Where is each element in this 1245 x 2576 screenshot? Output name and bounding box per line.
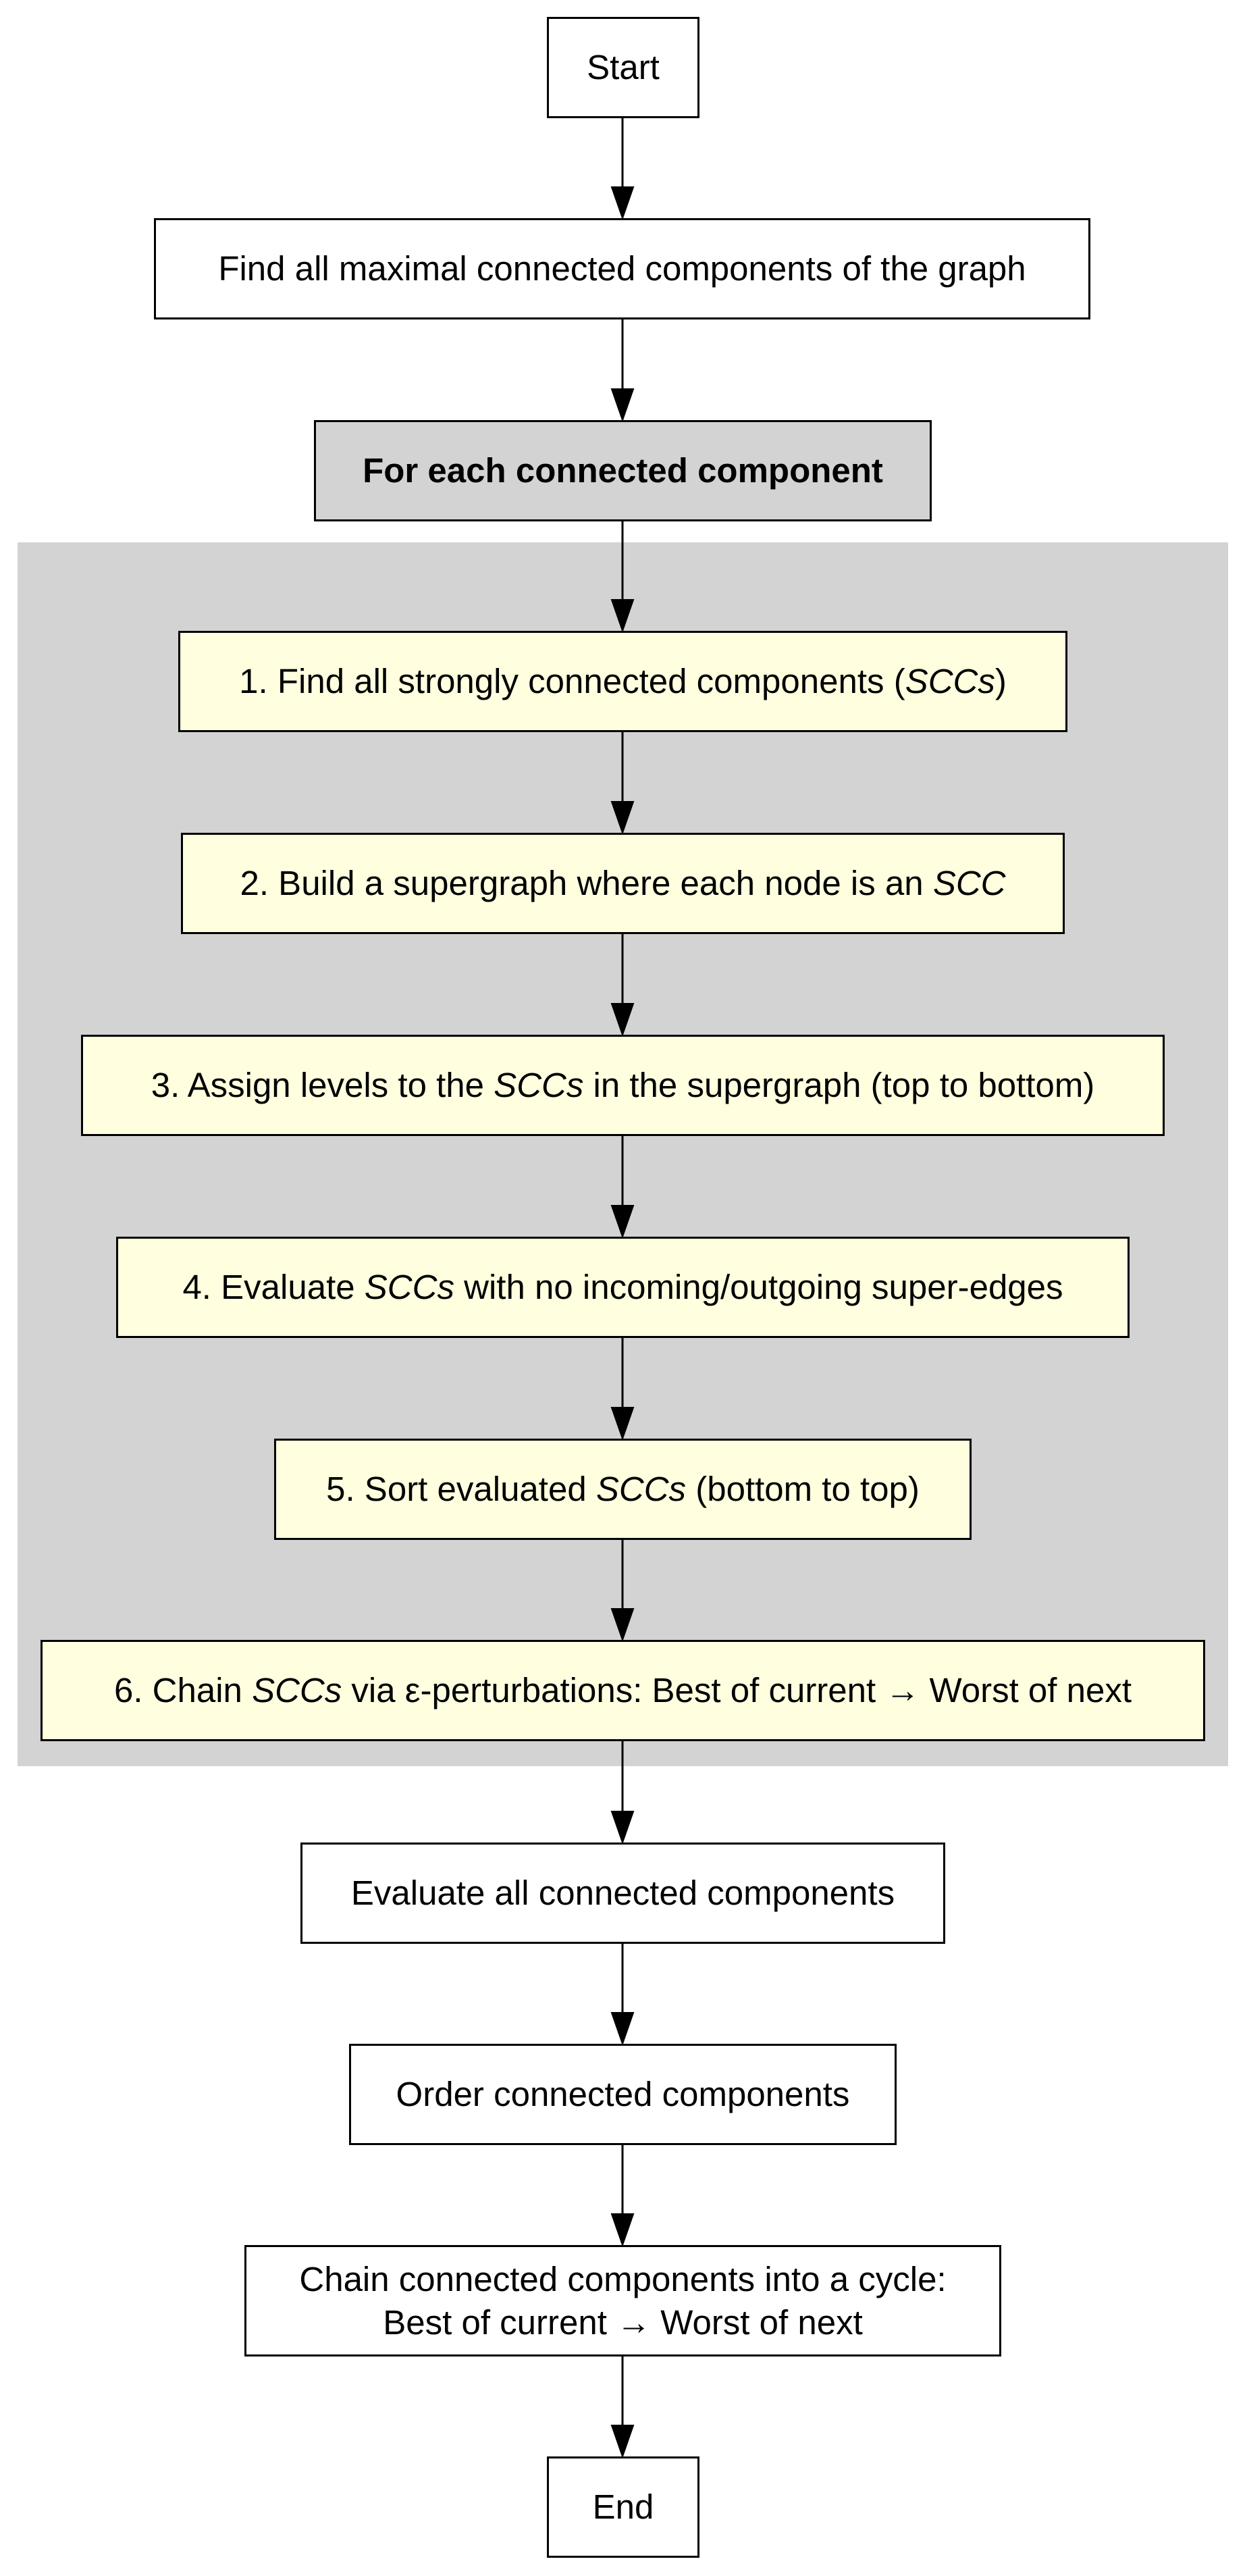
- step-2-node: 2. Build a supergraph where each node is…: [181, 833, 1065, 934]
- edge-arrow-12: [610, 2356, 635, 2459]
- arrowhead: [610, 801, 635, 835]
- arrowhead: [610, 186, 635, 221]
- arrowhead: [610, 388, 635, 423]
- step-2-label: 2. Build a supergraph where each node is…: [240, 864, 1006, 903]
- step-3-node: 3. Assign levels to the SCCs in the supe…: [81, 1035, 1165, 1136]
- step-6-node: 6. Chain SCCs via ε-perturbations: Best …: [41, 1640, 1205, 1741]
- arrowhead: [610, 599, 635, 634]
- arrowhead: [610, 1608, 635, 1643]
- end-label: End: [592, 2488, 654, 2527]
- arrowhead: [610, 1811, 635, 1845]
- evaluate-all-label: Evaluate all connected components: [350, 1874, 895, 1913]
- for-each-component-node: For each connected component: [314, 420, 932, 521]
- step-1-node: 1. Find all strongly connected component…: [178, 631, 1067, 732]
- edge-arrow-7: [610, 1338, 635, 1441]
- step-5-node: 5. Sort evaluated SCCs (bottom to top): [274, 1439, 972, 1540]
- edge-arrow-8: [610, 1540, 635, 1643]
- edge-arrow-2: [610, 319, 635, 423]
- step-4-label: 4. Evaluate SCCs with no incoming/outgoi…: [182, 1268, 1063, 1307]
- for-each-component-label: For each connected component: [363, 451, 883, 490]
- arrowhead: [610, 2425, 635, 2459]
- step-3-label: 3. Assign levels to the SCCs in the supe…: [151, 1066, 1095, 1105]
- evaluate-all-node: Evaluate all connected components: [300, 1843, 945, 1944]
- arrowhead: [610, 2213, 635, 2248]
- edge-arrow-11: [610, 2145, 635, 2248]
- edge-arrow-5: [610, 934, 635, 1037]
- arrowhead: [610, 1003, 635, 1037]
- order-components-node: Order connected components: [349, 2044, 897, 2145]
- edge-arrow-3: [610, 521, 635, 634]
- edge-arrow-10: [610, 1944, 635, 2046]
- edge-arrow-6: [610, 1136, 635, 1239]
- edge-arrow-1: [610, 118, 635, 221]
- start-label: Start: [587, 48, 660, 87]
- chain-cycle-line-1: Chain connected components into a cycle:: [299, 2259, 947, 2298]
- arrowhead: [610, 1407, 635, 1441]
- step-1-label: 1. Find all strongly connected component…: [239, 662, 1007, 701]
- order-components-label: Order connected components: [396, 2075, 850, 2114]
- arrowhead: [610, 1205, 635, 1239]
- end-node: End: [547, 2456, 699, 2558]
- step-4-node: 4. Evaluate SCCs with no incoming/outgoi…: [116, 1237, 1130, 1338]
- step-5-label: 5. Sort evaluated SCCs (bottom to top): [326, 1470, 920, 1509]
- step-6-label: 6. Chain SCCs via ε-perturbations: Best …: [113, 1671, 1132, 1710]
- find-components-label: Find all maximal connected components of…: [218, 249, 1026, 288]
- arrowhead: [610, 2012, 635, 2046]
- chain-cycle-node: Chain connected components into a cycle:…: [244, 2245, 1001, 2356]
- edge-arrow-4: [610, 732, 635, 835]
- start-node: Start: [547, 17, 699, 118]
- chain-cycle-label: Chain connected components into a cycle:…: [299, 2258, 946, 2344]
- chain-cycle-line-2: Best of current → Worst of next: [383, 2302, 863, 2342]
- edge-arrow-9: [610, 1741, 635, 1845]
- find-components-node: Find all maximal connected components of…: [154, 218, 1090, 319]
